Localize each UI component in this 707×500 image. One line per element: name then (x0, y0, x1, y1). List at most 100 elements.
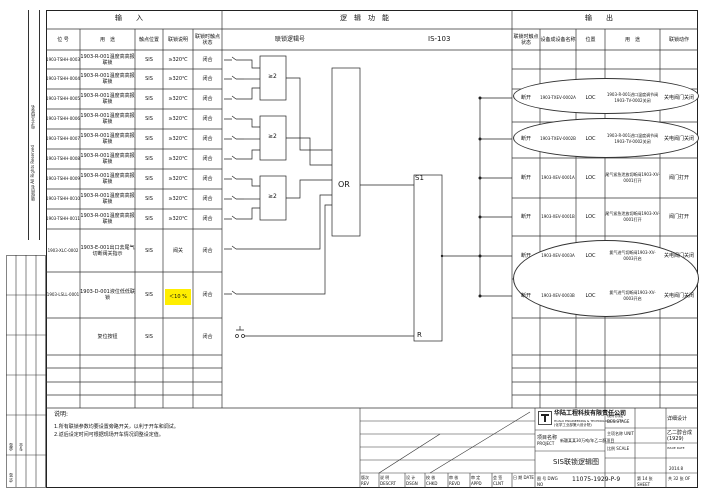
notes-line-2: 2.返后设定时间可根据现场开车情况调整设定值。 (54, 432, 164, 438)
rev-col: 审 定 APPD (471, 475, 482, 486)
input-tag: 1903-TSHH-0006 (46, 116, 80, 121)
output-pos: LOC (585, 95, 596, 101)
company-logo-icon (538, 411, 552, 425)
rev-col: 审 核 REVD (449, 475, 461, 486)
s1-label: S1 (415, 174, 424, 182)
input-pos: SIS (145, 96, 153, 102)
input-setting: ≥320℃ (168, 196, 188, 202)
output-action: 阀门打开 (668, 214, 689, 220)
input-pos: SIS (145, 76, 153, 82)
input-tag: 1903-XLC-0002 (47, 247, 79, 253)
output-use: 1903-R-001进口温度调节阀1903-TV-0002关闭 (606, 92, 659, 103)
rev-col: 日 期 DATE (513, 475, 534, 480)
input-use: 1903-R-001温度高高报联锁 (80, 73, 135, 85)
input-pos: SIS (145, 136, 153, 142)
input-pos: SIS (145, 116, 153, 122)
logic-label: 联锁逻辑号 (275, 36, 306, 43)
ge2-label-1: ≥2 (268, 73, 277, 80)
col-tag: 位 号 (57, 36, 69, 43)
input-use: 1903-R-001温度高高报联锁 (80, 213, 135, 225)
issue-label: ISSUE DATE (667, 446, 685, 450)
input-setting: ≥320℃ (168, 116, 188, 122)
input-state: 闭合 (202, 96, 213, 102)
input-setting: ≥320℃ (168, 156, 188, 162)
output-device: 1903-XEV-0001A (541, 175, 575, 180)
input-setting: ≥320℃ (168, 56, 188, 63)
col-interlock: 联锁说明 (167, 36, 188, 43)
output-pos: LOC (585, 293, 596, 299)
output-state: 断开 (520, 293, 531, 299)
input-tag: 1903-TSHH-0008 (46, 156, 80, 161)
input-state: 闭合 (202, 76, 213, 82)
input-setting: ≥320℃ (168, 96, 188, 102)
output-device: 1903-TXEV-0002A (540, 95, 576, 100)
project-label-en: PROJECT (537, 441, 555, 446)
input-use: 1903-D-001液位低低联锁 (80, 289, 135, 301)
input-state: 闭合 (202, 136, 213, 142)
ge2-label-2: ≥2 (268, 133, 277, 140)
margin-box-1 (28, 10, 40, 140)
input-setting: ≥320℃ (168, 136, 188, 142)
input-tag: 1903-LSLL-0001 (46, 292, 80, 297)
col-contact-state: 联锁时触点状态 (194, 33, 220, 46)
company-sub: (化学工业部第六设计院) (554, 423, 592, 427)
stage-value: 详细设计 (667, 416, 688, 422)
output-action: 关电阀门关闭 (663, 293, 694, 299)
input-pos: SIS (145, 176, 153, 182)
company-name-en: HUALU ENGINEERING & TECHNOLOGY CO.,LTD (554, 419, 624, 423)
output-state: 断开 (520, 214, 531, 220)
input-state: 闭合 (202, 292, 213, 298)
output-state: 断开 (520, 95, 531, 101)
output-device: 1903-XEV-0001B (541, 214, 575, 219)
output-device: 1903-TXEV-0002B (540, 136, 576, 141)
output-action: 关电阀门关闭 (663, 136, 694, 142)
input-use: 复位按钮 (97, 333, 118, 340)
output-pos: LOC (585, 253, 596, 259)
rev-col: 会 签 CLNT (493, 475, 504, 486)
rev-col: 版次 REV (361, 475, 370, 486)
output-action: 关电阀门关闭 (663, 253, 694, 259)
input-use: 1903-R-001温度高高报联锁 (80, 53, 135, 66)
input-use: 1903-R-001温度高高报联锁 (80, 153, 135, 165)
project-label: 项目名称 (537, 435, 558, 441)
output-use: 1903-R-001进口温度调节阀1903-TV-0002关闭 (606, 133, 659, 144)
input-state: 闭合 (202, 116, 213, 122)
input-tag: 1903-TSHH-0009 (46, 176, 80, 181)
drawing-title: SIS联锁逻辑图 (553, 458, 599, 466)
dwg-label: 图 号 DWG NO (537, 476, 558, 487)
revision-cloud (513, 78, 699, 114)
input-pos: SIS (145, 196, 153, 202)
col-use: 用 途 (99, 36, 115, 43)
output-pos: LOC (585, 175, 596, 181)
input-setting: ≥320℃ (168, 216, 188, 222)
header-logic: 逻 辑 功 能 (340, 14, 389, 22)
input-pos: SIS (145, 56, 153, 63)
drawing-sheet (46, 10, 698, 488)
dwg-number: 11075-1929-P-9 (572, 476, 621, 483)
rev-col: 校 核 CHKD (426, 475, 438, 486)
input-state: 闭合 (202, 156, 213, 162)
sign-grid: 会签 专业 会 签 (6, 255, 46, 488)
of-label: 共 32 张 OF (668, 476, 691, 481)
input-tag: 1903-TSHH-0010 (46, 196, 80, 201)
input-pos: SIS (145, 333, 153, 340)
output-state: 断开 (520, 136, 531, 142)
or-gate-label: OR (338, 180, 350, 189)
notes-line-1: 1.所有联锁参数均要设置旁路开关，以利于开车和调试。 (54, 424, 179, 430)
project-name: 新疆某某30万吨/年乙二醇项目 (560, 438, 615, 443)
input-pos: SIS (145, 216, 153, 222)
input-use: 1903-R-001温度高高报联锁 (80, 93, 135, 105)
input-pos: SIS (145, 247, 153, 254)
input-use: 1903-R-001温度高高报联锁 (80, 133, 135, 145)
input-pos: SIS (145, 292, 153, 298)
output-action: 阀门打开 (668, 175, 689, 181)
output-action: 关电阀门关闭 (663, 95, 694, 101)
out-col-use: 用 途 (624, 36, 640, 43)
revision-cloud (513, 240, 699, 317)
input-pos: SIS (145, 156, 153, 162)
header-output: 输 出 (585, 14, 613, 22)
output-state: 断开 (520, 253, 531, 259)
input-setting: 阀关 (172, 247, 183, 254)
issue-date: 2014.8 (669, 466, 683, 471)
